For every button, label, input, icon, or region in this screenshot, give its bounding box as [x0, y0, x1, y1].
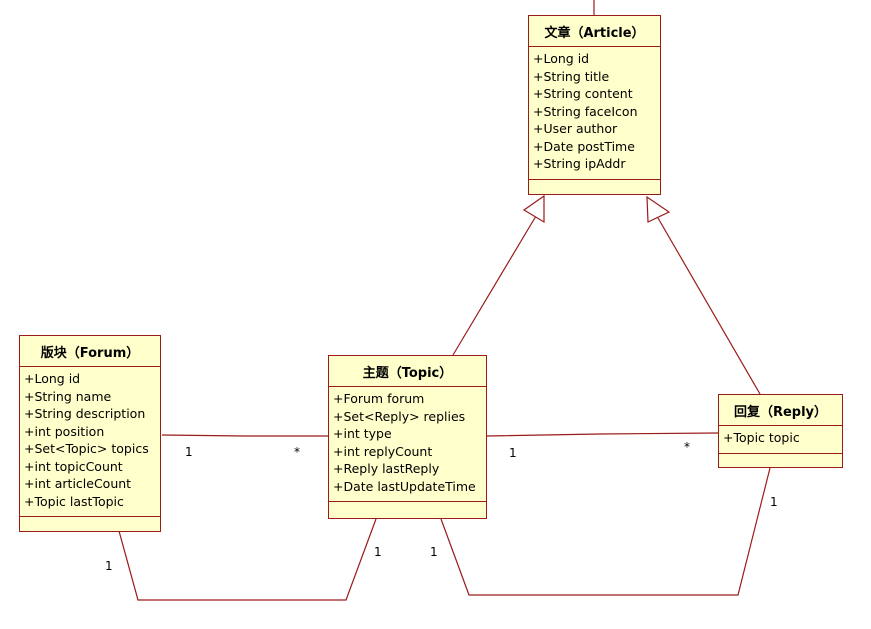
attribute: +String name [24, 388, 112, 404]
generalization-reply-article [657, 217, 761, 395]
attribute: +Topic lastTopic [24, 493, 124, 509]
class-forum-title: 版块（Forum） [20, 336, 160, 367]
attribute: +int position [24, 423, 105, 439]
multiplicity-label: 1 [430, 545, 438, 559]
association-forum-topic [161, 434, 329, 437]
association-topic-reply-bottom [440, 467, 771, 596]
attribute: +int articleCount [24, 476, 132, 491]
class-article-attributes: +Long id +String title +String content +… [529, 47, 660, 180]
class-topic[interactable]: 主题（Topic） +Forum forum +Set<Reply> repli… [328, 355, 487, 519]
class-reply-attributes: +Topic topic [719, 426, 842, 454]
attribute: +Reply lastReply [333, 461, 440, 476]
class-article-title: 文章（Article） [529, 16, 660, 47]
attribute: +Set<Reply> replies [333, 408, 466, 424]
multiplicity-label: * [294, 445, 300, 459]
generalization-arrowhead-topic [522, 194, 545, 224]
multiplicity-label: 1 [770, 495, 778, 509]
attribute: +Date lastUpdateTime [333, 478, 476, 494]
multiplicity-label: 1 [185, 445, 193, 459]
class-forum-attributes: +Long id +String name +String descriptio… [20, 367, 160, 517]
class-forum-operations [20, 517, 160, 527]
attribute: +Date postTime [533, 138, 635, 154]
multiplicity-label: 1 [105, 559, 113, 573]
multiplicity-label: 1 [509, 446, 517, 460]
generalization-arrowhead-reply [646, 195, 671, 223]
class-reply-title: 回复（Reply） [719, 395, 842, 426]
attribute: +User author [533, 121, 618, 136]
attribute: +String faceIcon [533, 103, 638, 119]
attribute: +Long id [533, 51, 590, 66]
association-topic-reply [485, 432, 719, 437]
class-topic-operations [329, 502, 486, 512]
attribute: +Set<Topic> topics [24, 441, 149, 456]
association-forum-topic-bottom [118, 518, 377, 601]
generalization-topic-article [452, 215, 537, 356]
attribute: +String title [533, 68, 610, 84]
attribute: +String description [24, 406, 146, 421]
attribute: +int type [333, 426, 392, 441]
class-topic-attributes: +Forum forum +Set<Reply> replies +int ty… [329, 387, 486, 502]
class-article[interactable]: 文章（Article） +Long id +String title +Stri… [528, 15, 661, 195]
attribute: +String content [533, 86, 633, 101]
class-forum[interactable]: 版块（Forum） +Long id +String name +String … [19, 335, 161, 532]
attribute: +Forum forum [333, 391, 425, 406]
multiplicity-label: * [684, 440, 690, 454]
attribute: +Long id [24, 371, 81, 386]
multiplicity-label: 1 [374, 545, 382, 559]
attribute: +Topic topic [723, 430, 800, 445]
class-reply[interactable]: 回复（Reply） +Topic topic [718, 394, 843, 468]
class-topic-title: 主题（Topic） [329, 356, 486, 387]
attribute: +int topicCount [24, 458, 123, 474]
class-article-operations [529, 180, 660, 190]
attribute: +String ipAddr [533, 156, 626, 171]
class-reply-operations [719, 454, 842, 464]
attribute: +int replyCount [333, 443, 433, 459]
